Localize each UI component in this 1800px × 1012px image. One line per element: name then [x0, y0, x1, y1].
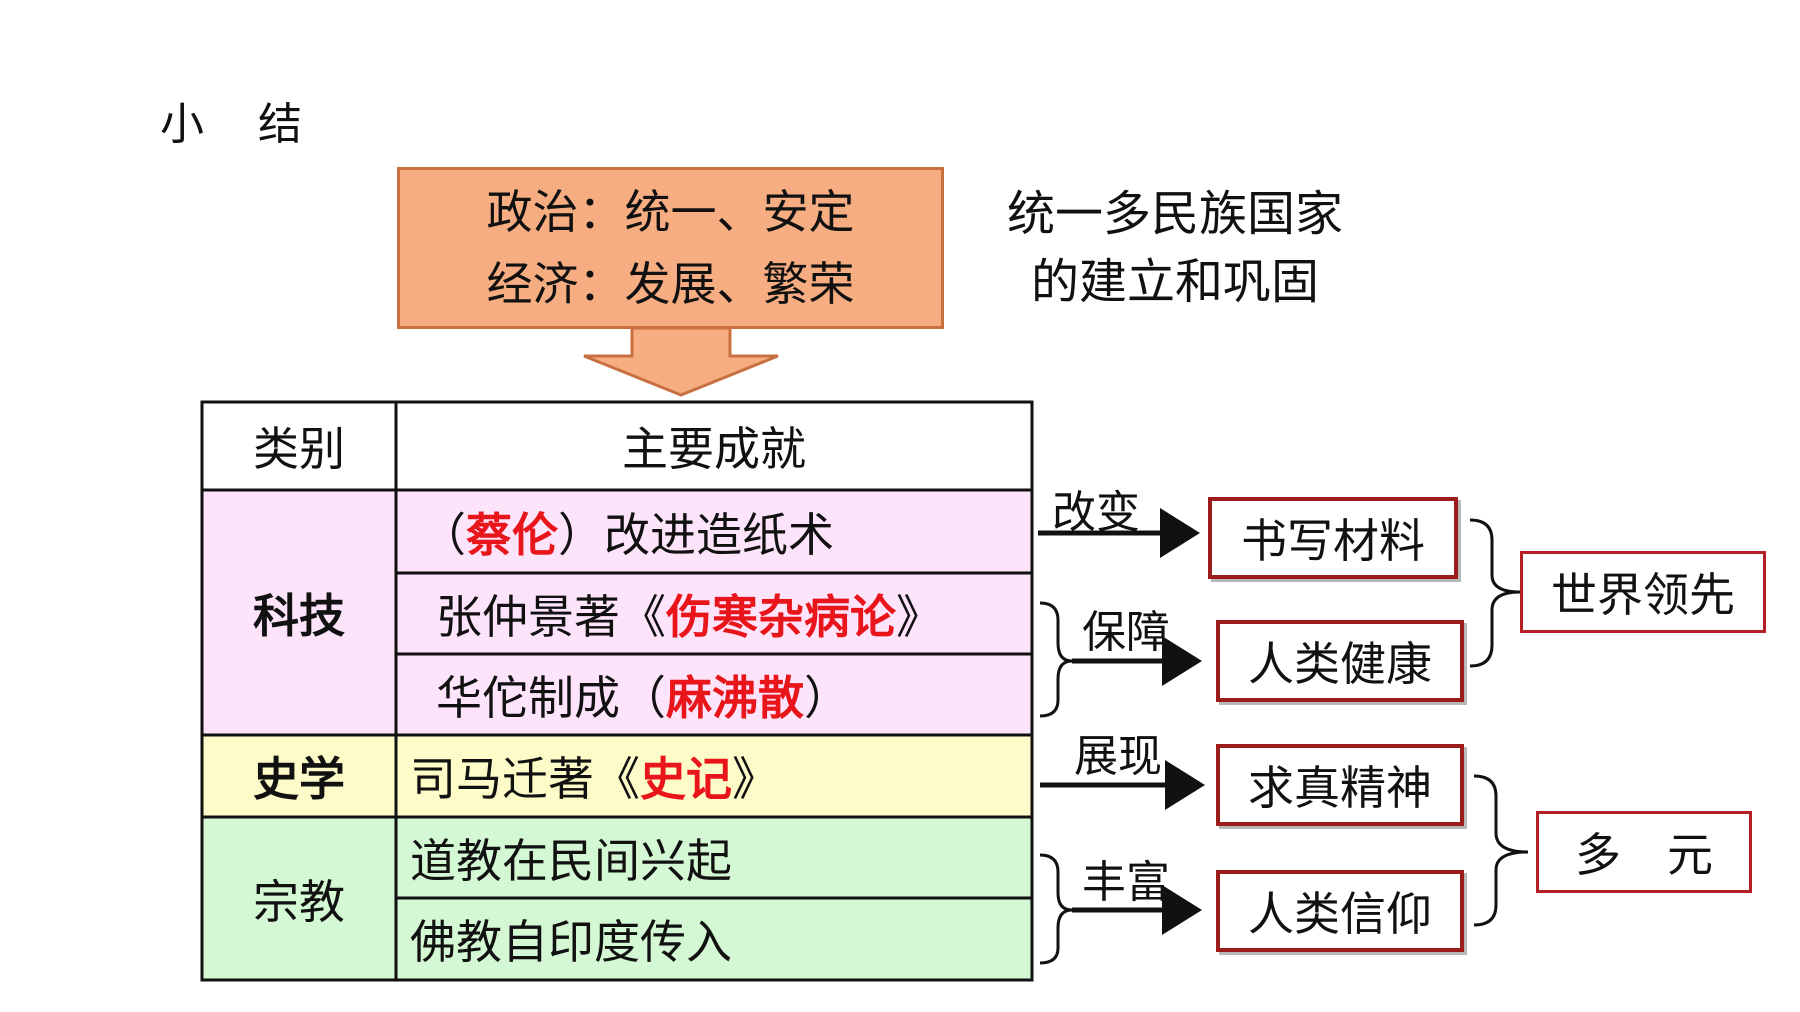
- box-writing-material: 书写材料: [1208, 497, 1458, 579]
- brace-religion: [1039, 853, 1073, 965]
- note-line-2: 的建立和巩固: [1030, 254, 1319, 310]
- verb-enrich: 丰富: [1082, 857, 1170, 908]
- verb-guarantee: 保障: [1082, 607, 1170, 658]
- history-row-bg: [202, 735, 1032, 817]
- achievement-cailun: （ 蔡伦）改进造纸术: [420, 490, 1032, 573]
- box-diverse: 多 元: [1536, 811, 1752, 893]
- achievement-huatuo: 华佗制成（ 麻沸散）: [436, 654, 1032, 735]
- box-human-health: 人类健康: [1216, 620, 1464, 702]
- note-line-1: 统一多民族国家: [1006, 186, 1343, 242]
- highlight-cailun: 蔡伦: [466, 507, 558, 562]
- box-truth-seeking: 求真精神: [1216, 744, 1464, 826]
- tech-row-bg: [202, 490, 1032, 735]
- verb-change: 改变: [1052, 487, 1140, 538]
- unified-nation-note: 统一多民族国家 的建立和巩固: [985, 180, 1365, 316]
- text-pre: 华佗制成（: [436, 670, 666, 725]
- category-religion: 宗教: [253, 874, 345, 929]
- text-post: 》: [732, 752, 778, 806]
- header-category: 类别: [253, 422, 345, 476]
- down-arrow: [583, 326, 779, 397]
- text-post: ）改进造纸术: [558, 507, 834, 562]
- table-grid: [200, 400, 1034, 982]
- text-pre: 张仲景著《: [436, 589, 666, 644]
- politics-line: 政治：统一、安定: [486, 185, 855, 239]
- page-title: 小 结: [160, 99, 322, 150]
- brace-medicine: [1039, 601, 1073, 718]
- category-history: 史学: [253, 752, 345, 806]
- text-post: 》: [896, 589, 942, 644]
- achievement-buddhism: 佛教自印度传入: [410, 915, 732, 969]
- verb-show: 展现: [1074, 731, 1162, 782]
- highlight-shanghan: 伤寒杂病论: [666, 589, 896, 644]
- text-pre: 司马迁著《: [410, 752, 640, 806]
- highlight-shiji: 史记: [640, 752, 732, 806]
- box-human-belief: 人类信仰: [1216, 870, 1464, 952]
- header-row-bg: [202, 402, 1032, 490]
- text-pre: （: [420, 507, 466, 562]
- header-achievement: 主要成就: [622, 422, 806, 476]
- achievement-simaqian: 司马迁著《 史记》: [410, 735, 1032, 817]
- text-post: ）: [804, 670, 850, 725]
- category-tech: 科技: [253, 588, 345, 643]
- achievement-zhangzhongjing: 张仲景著《 伤寒杂病论》: [436, 573, 1032, 654]
- achievement-taoism: 道教在民间兴起: [410, 833, 732, 888]
- brace-world-leading: [1469, 518, 1521, 668]
- economy-line: 经济：发展、繁荣: [486, 257, 855, 311]
- brace-diverse: [1473, 774, 1529, 927]
- politics-economy-box: 政治：统一、安定 经济：发展、繁荣: [397, 167, 944, 329]
- highlight-mafeisan: 麻沸散: [666, 670, 804, 725]
- box-world-leading: 世界领先: [1520, 551, 1766, 633]
